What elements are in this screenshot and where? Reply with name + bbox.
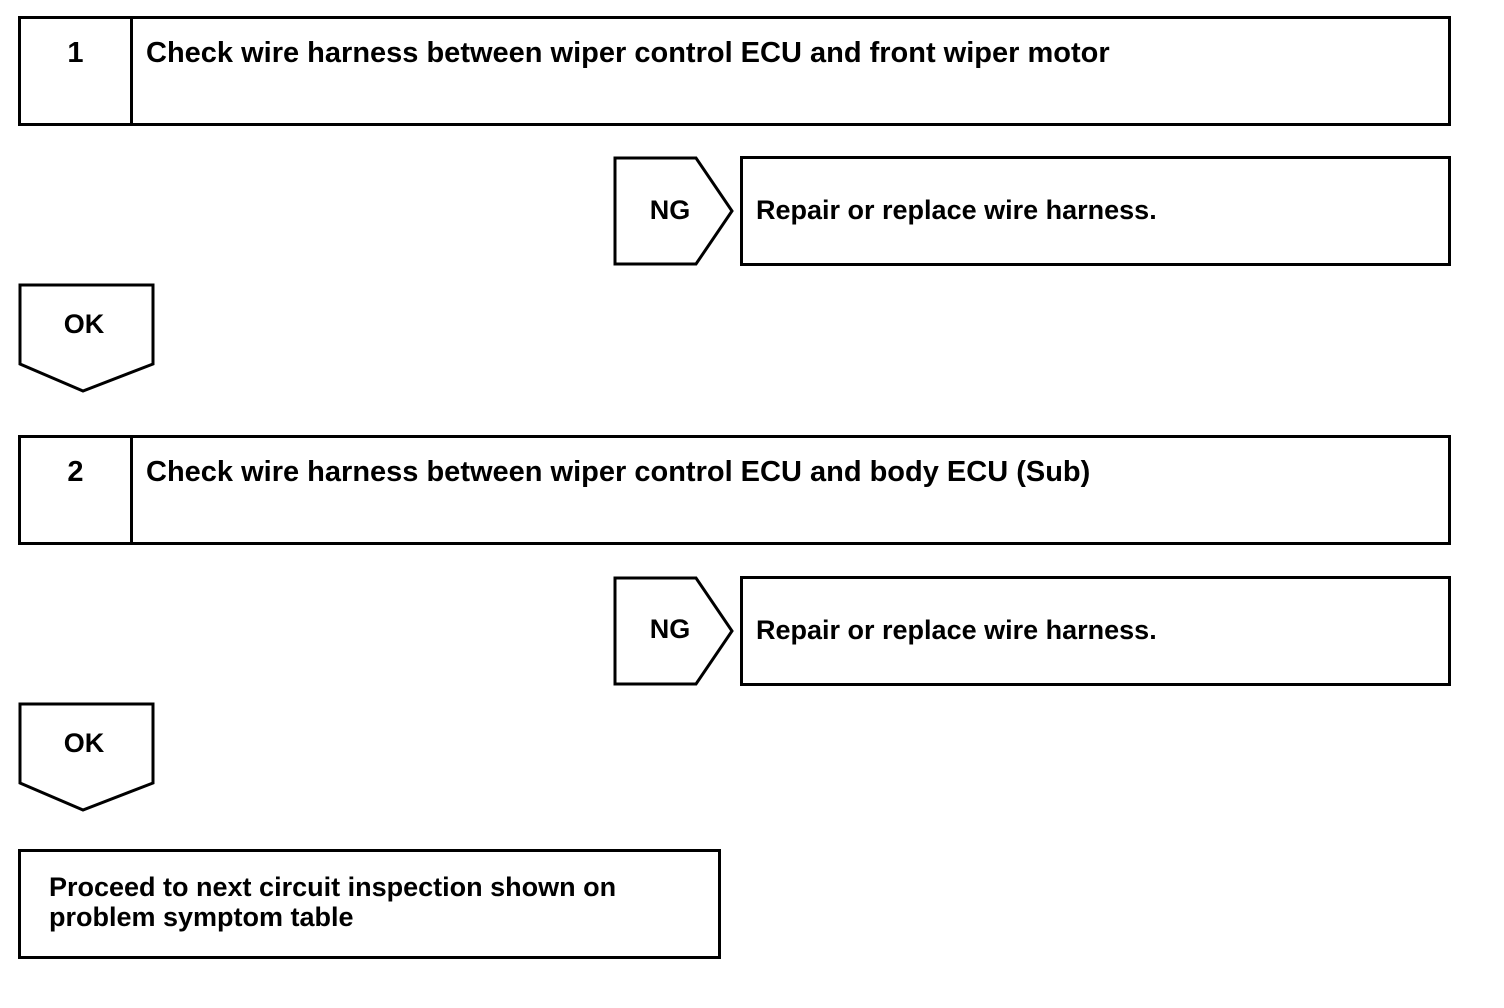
step-1-ng-action-text: Repair or replace wire harness. <box>756 195 1157 225</box>
step-2-ng-label: NG <box>649 614 691 644</box>
final-action-box: Proceed to next circuit inspection shown… <box>18 849 721 959</box>
step-1-ok-arrow <box>18 283 155 393</box>
step-2-number: 2 <box>21 438 133 542</box>
step-2-box: 2 Check wire harness between wiper contr… <box>18 435 1451 545</box>
step-1-ok-label: OK <box>63 309 105 339</box>
step-1-ng-label: NG <box>649 195 691 225</box>
step-2-ng-action-text: Repair or replace wire harness. <box>756 615 1157 645</box>
step-1-box: 1 Check wire harness between wiper contr… <box>18 16 1451 126</box>
final-action-line-2: problem symptom table <box>49 902 354 932</box>
step-1-ng-arrow <box>613 156 734 266</box>
step-2-ng-action-box: Repair or replace wire harness. <box>740 576 1451 686</box>
step-1-title: Check wire harness between wiper control… <box>146 37 1110 69</box>
step-2-ok-arrow <box>18 702 155 812</box>
step-2-title: Check wire harness between wiper control… <box>146 456 1091 488</box>
final-action-line-1: Proceed to next circuit inspection shown… <box>49 872 617 902</box>
step-2-ng-arrow <box>613 576 734 686</box>
step-1-ng-action-box: Repair or replace wire harness. <box>740 156 1451 266</box>
step-1-number: 1 <box>21 19 133 123</box>
step-2-ok-label: OK <box>63 728 105 758</box>
